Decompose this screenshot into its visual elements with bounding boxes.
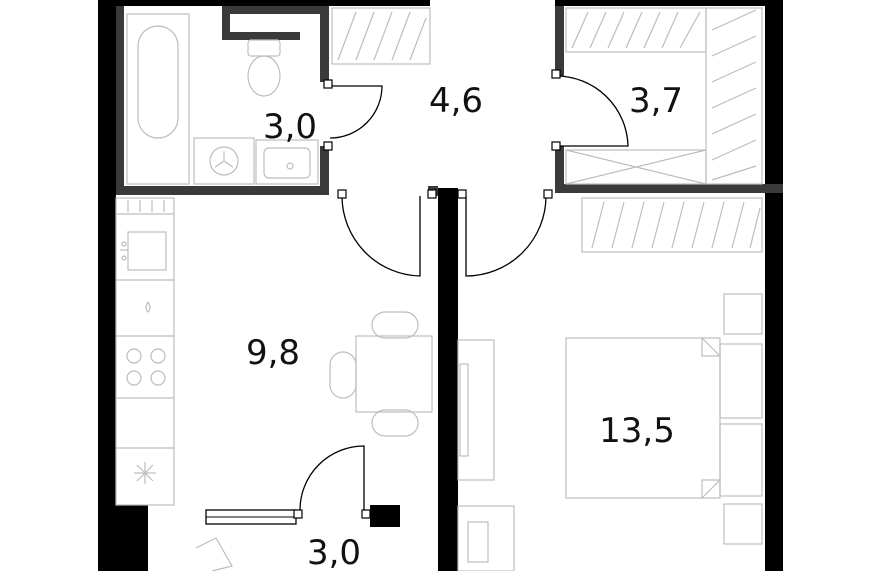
bedroom-door — [465, 195, 547, 277]
bedroom-wardrobe — [581, 197, 763, 253]
bedroom-area-label: 13,5 — [599, 411, 675, 451]
bathroom-niche-side — [222, 6, 230, 40]
wardrobe-area-label: 3,7 — [629, 81, 683, 121]
bathroom-door — [329, 85, 383, 139]
balcony-wall-right — [370, 505, 400, 527]
dining-table — [329, 311, 433, 437]
desk-area — [457, 339, 515, 571]
wardrobe-left-wall-upper — [555, 6, 564, 76]
kitchen-area-label: 9,8 — [246, 333, 300, 373]
doors — [299, 75, 629, 511]
wardrobe-door — [555, 75, 629, 147]
balcony-wall-left — [98, 505, 148, 527]
kitchen-counter — [115, 197, 175, 506]
kitchen-door — [341, 195, 421, 277]
top-wall-left — [98, 0, 430, 6]
balcony-chair — [195, 537, 233, 571]
interior-partitions — [116, 6, 783, 196]
washing-machine — [193, 137, 255, 185]
bathtub — [126, 13, 190, 185]
wardrobe-left-wall-lower — [555, 146, 564, 192]
door-jambs — [293, 69, 561, 519]
toilet — [247, 39, 281, 97]
bathroom-niche-bottom — [222, 32, 300, 40]
center-partition-wall — [438, 188, 458, 571]
bathroom-right-wall-upper — [320, 6, 329, 82]
balcony-door — [299, 445, 365, 511]
balcony-window — [205, 509, 297, 525]
bathroom-top-niche — [222, 6, 328, 14]
right-exterior-wall — [765, 0, 783, 571]
lower-left-corner — [98, 525, 148, 571]
hallway-area-label: 4,6 — [429, 81, 483, 121]
bathroom-left-wall — [116, 6, 124, 194]
top-wall-right — [555, 0, 783, 6]
bathroom-bottom-wall — [116, 186, 328, 195]
bathroom-right-wall-lower — [320, 146, 329, 195]
hall-wardrobe — [331, 7, 431, 65]
balcony-area-label: 3,0 — [307, 533, 361, 571]
left-exterior-wall — [98, 0, 116, 571]
double-bed — [565, 293, 763, 545]
wardrobe-bottom-wall — [555, 184, 783, 193]
bathroom-sink — [255, 139, 319, 185]
wardrobe-shelving — [565, 7, 763, 185]
exterior-walls — [98, 0, 783, 571]
bathroom-area-label: 3,0 — [263, 107, 317, 147]
